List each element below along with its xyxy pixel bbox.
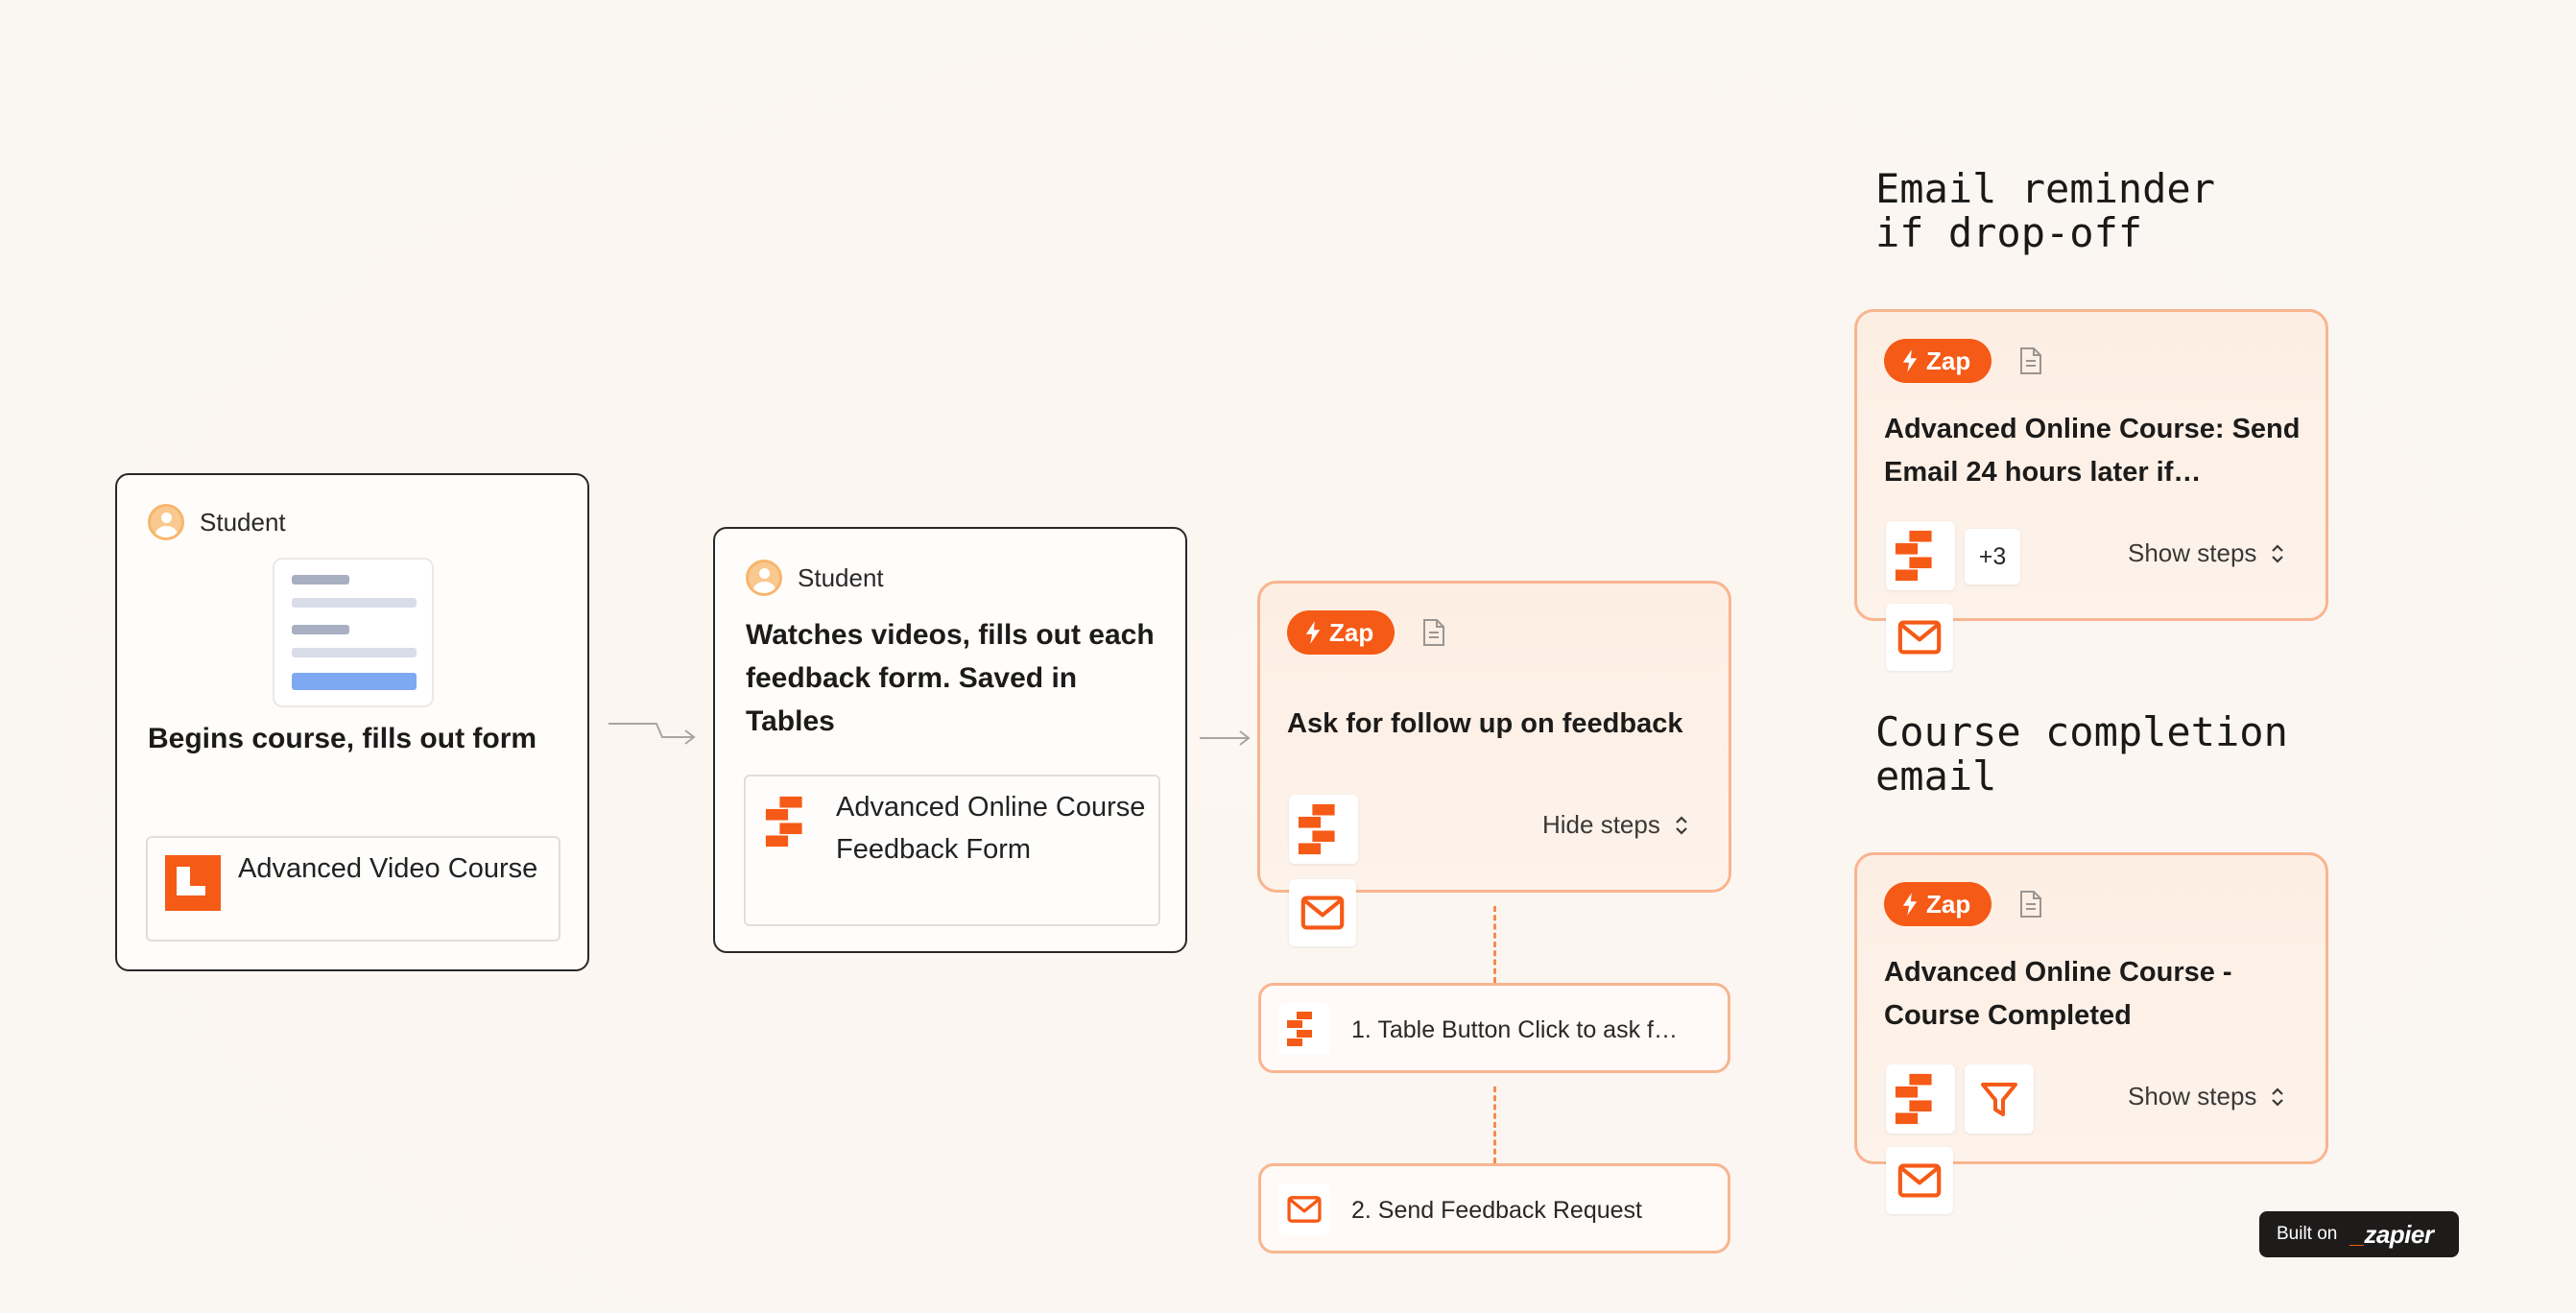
tables-icon: [1893, 528, 1948, 584]
extra-steps-count: +3: [1965, 529, 2020, 585]
document-icon[interactable]: [1421, 618, 1446, 647]
step-icon-tile: [1278, 1003, 1330, 1055]
connector-arrow-1: [608, 723, 696, 745]
reminder-heading: Email reminder if drop-off: [1875, 165, 2216, 256]
toggle-label: Hide steps: [1542, 810, 1660, 839]
step-icon-tile: [1278, 1183, 1330, 1235]
zap-badge: Zap: [1884, 339, 1992, 383]
email-icon: [1896, 1162, 1943, 1199]
document-icon[interactable]: [2018, 346, 2043, 375]
zap-title: Advanced Online Course - Course Complete…: [1884, 957, 2232, 1031]
zap-card-follow-up[interactable]: Zap Ask for follow up on feedback Hide s…: [1257, 581, 1731, 946]
bolt-icon: [1901, 892, 1919, 917]
stage2-description: Watches videos, fills out each feedback …: [746, 619, 1155, 737]
app-label: Advanced Video Course: [238, 853, 538, 884]
completion-heading: Course completion email: [1875, 708, 2288, 800]
zap-badge-label: Zap: [1329, 617, 1374, 647]
stage2-card[interactable]: Student Watches videos, fills out each f…: [713, 527, 1187, 953]
email-icon: [1286, 1195, 1323, 1224]
email-app-tile: [1886, 1147, 1953, 1214]
step-label: 1. Table Button Click to ask f…: [1351, 1016, 1678, 1043]
tables-app-tile: [1289, 795, 1358, 864]
app-card-video-course[interactable]: Advanced Video Course: [146, 836, 561, 942]
tables-app-tile: [1886, 1064, 1955, 1134]
zap-title: Ask for follow up on feedback: [1287, 708, 1683, 739]
built-on-label: Built on: [2277, 1224, 2338, 1244]
tables-icon: [1296, 801, 1351, 857]
form-illustration: [273, 558, 434, 707]
document-icon[interactable]: [2018, 890, 2043, 919]
tables-icon: [763, 794, 819, 849]
step-connector: [1493, 1086, 1496, 1163]
email-icon: [1896, 619, 1943, 656]
tables-app-tile: [1886, 521, 1955, 590]
bolt-icon: [1304, 620, 1322, 645]
video-course-app-icon: [165, 855, 221, 911]
zap-badge-label: Zap: [1926, 346, 1971, 375]
zap-card-reminder[interactable]: Zap Advanced Online Course: Send Email 2…: [1854, 309, 2328, 671]
show-steps-toggle[interactable]: Show steps: [2128, 1082, 2285, 1111]
email-icon: [1300, 895, 1346, 931]
filter-icon: [1981, 1083, 2017, 1116]
toggle-label: Show steps: [2128, 1082, 2257, 1110]
zapier-logo: _zapier: [2350, 1219, 2434, 1249]
student-avatar-icon: [148, 504, 184, 540]
zap-badge: Zap: [1884, 882, 1992, 926]
built-on-zapier-badge[interactable]: Built on _zapier: [2259, 1211, 2459, 1257]
zap-card-completion[interactable]: Zap Advanced Online Course - Course Comp…: [1854, 852, 2328, 1214]
tables-icon: [1893, 1071, 1948, 1127]
actor-label: Student: [200, 507, 286, 537]
step-connector: [1493, 906, 1496, 983]
toggle-label: Show steps: [2128, 538, 2257, 567]
stage1-description: Begins course, fills out form: [148, 723, 537, 754]
step-card-2[interactable]: 2. Send Feedback Request: [1258, 1163, 1730, 1253]
zap-badge-label: Zap: [1926, 889, 1971, 919]
email-app-tile: [1289, 879, 1356, 946]
chevron-up-down-icon: [1674, 814, 1689, 837]
filter-app-tile: [1965, 1064, 2034, 1134]
zap-title: Advanced Online Course: Send Email 24 ho…: [1884, 414, 2301, 488]
app-card-feedback-form[interactable]: Advanced Online Course Feedback Form: [744, 775, 1160, 926]
chevron-up-down-icon: [2270, 542, 2285, 565]
stage1-card[interactable]: Student Begins course, fills out form Ad…: [115, 473, 589, 971]
actor-label: Student: [798, 562, 884, 592]
email-app-tile: [1886, 604, 1953, 671]
step-label: 2. Send Feedback Request: [1351, 1197, 1642, 1224]
bolt-icon: [1901, 348, 1919, 373]
actor-row: Student: [148, 504, 286, 540]
student-avatar-icon: [746, 560, 782, 596]
zap-badge: Zap: [1287, 610, 1395, 655]
connector-arrow-2: [1200, 730, 1251, 746]
chevron-up-down-icon: [2270, 1086, 2285, 1109]
tables-icon: [1285, 1010, 1324, 1048]
hide-steps-toggle[interactable]: Hide steps: [1542, 810, 1689, 840]
step-card-1[interactable]: 1. Table Button Click to ask f…: [1258, 983, 1730, 1073]
show-steps-toggle[interactable]: Show steps: [2128, 538, 2285, 568]
actor-row: Student: [746, 560, 884, 596]
app-label: Advanced Online Course Feedback Form: [836, 792, 1146, 865]
